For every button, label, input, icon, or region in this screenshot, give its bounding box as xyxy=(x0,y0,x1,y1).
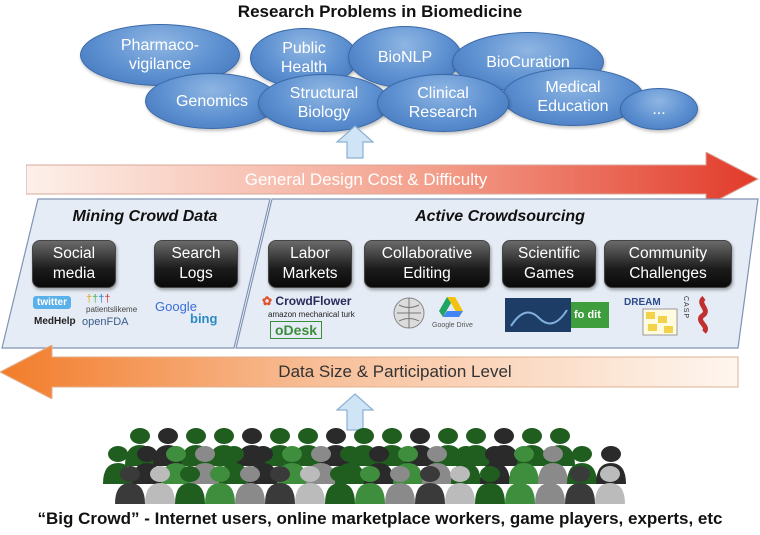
person-icon xyxy=(415,466,445,504)
problem-genomics: Genomics xyxy=(145,73,279,129)
problem-clinical-research: Clinical Research xyxy=(377,74,509,132)
search-logs-button: Search Logs xyxy=(154,240,238,288)
mining-panel-title: Mining Crowd Data xyxy=(72,208,218,225)
person-icon xyxy=(205,466,235,504)
community-challenges-button: Community Challenges xyxy=(604,240,732,288)
dream-logo: DREAM xyxy=(624,297,661,308)
google-drive-icon xyxy=(439,297,463,317)
crowdflower-logo: ✿ CrowdFlower xyxy=(262,294,352,308)
person-icon xyxy=(325,466,355,504)
person-icon xyxy=(235,466,265,504)
person-icon xyxy=(355,466,385,504)
person-icon xyxy=(535,466,565,504)
person-icon xyxy=(265,466,295,504)
problem-pharmacovigilance: Pharmaco- vigilance xyxy=(80,24,240,86)
medhelp-logo: MedHelp xyxy=(34,316,76,327)
social-media-button: Social media xyxy=(32,240,116,288)
cost-arrow-shape xyxy=(26,152,760,207)
data-size-arrow-label: Data Size & Participation Level xyxy=(278,362,512,381)
problem-more: ... xyxy=(620,88,698,130)
person-icon xyxy=(175,466,205,504)
person-icon xyxy=(505,466,535,504)
google-drive-label: Google Drive xyxy=(432,322,473,329)
up-arrow-icon xyxy=(335,393,375,431)
up-arrow-icon xyxy=(335,125,375,159)
person-icon xyxy=(445,466,475,504)
active-panel-title: Active Crowdsourcing xyxy=(415,208,585,225)
labor-markets-button: Labor Markets xyxy=(268,240,352,288)
problem-medical-education: Medical Education xyxy=(502,68,644,126)
patientslikeme-logo: ††††patientslikeme xyxy=(86,293,138,314)
person-icon xyxy=(385,466,415,504)
crowd-illustration xyxy=(103,428,626,504)
person-icon xyxy=(475,466,505,504)
mining-panel xyxy=(1,198,271,349)
openfda-logo: openFDA xyxy=(82,316,129,328)
odesk-logo: oDesk xyxy=(270,321,323,339)
twitter-logo: twitter xyxy=(33,296,71,309)
problem-structural-biology: Structural Biology xyxy=(258,74,390,132)
person-icon xyxy=(595,466,625,504)
scientific-game-screenshot xyxy=(505,298,609,332)
wikipedia-icon xyxy=(393,297,425,329)
google-logo: Google xyxy=(155,299,197,314)
cost-arrow-label: General Design Cost & Difficulty xyxy=(244,170,488,189)
diagram-title: Research Problems in Biomedicine xyxy=(237,2,523,21)
active-panel xyxy=(235,198,759,349)
bing-logo: bing xyxy=(190,311,218,326)
scientific-games-button: Scientific Games xyxy=(502,240,596,288)
dream-challenge-graphic xyxy=(642,308,678,336)
casp-graphic xyxy=(698,296,708,334)
mturk-logo: amazon mechanical turk xyxy=(268,310,355,319)
person-icon xyxy=(145,466,175,504)
person-icon xyxy=(115,466,145,504)
person-icon xyxy=(295,466,325,504)
foldit-logo: fo dit xyxy=(574,309,601,321)
casp-logo: CASP xyxy=(682,296,689,320)
crowd-caption: “Big Crowd” - Internet users, online mar… xyxy=(37,509,723,528)
person-icon xyxy=(565,466,595,504)
data-size-arrow-shape xyxy=(0,345,739,399)
collaborative-editing-button: Collaborative Editing xyxy=(364,240,490,288)
